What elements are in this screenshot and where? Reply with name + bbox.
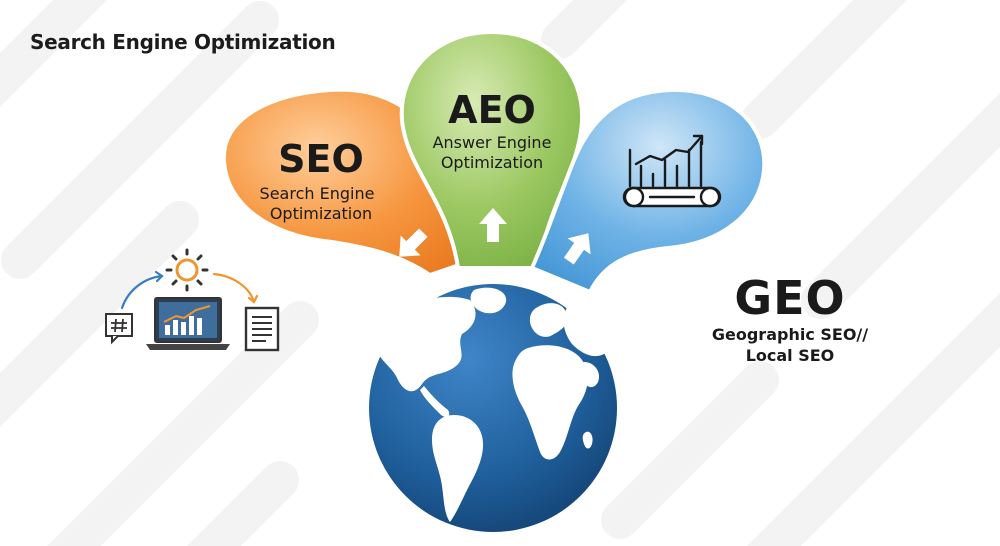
seo-title: SEO <box>278 137 364 181</box>
page-title: Search Engine Optimization <box>30 30 336 54</box>
geo-subtitle-line2: Local SEO <box>745 346 835 365</box>
aeo-subtitle-line1: Answer Engine <box>433 133 552 152</box>
aeo-bubble: AEO Answer Engine Optimization <box>399 29 585 270</box>
arrow-up-right-icon <box>563 233 591 265</box>
globe <box>363 278 623 538</box>
continents <box>376 287 615 522</box>
geo-title: GEO <box>734 271 846 325</box>
laptop-chart-icon <box>146 297 230 350</box>
chat-hashtag-icon <box>105 313 133 345</box>
geo-label: GEO Geographic SEO// Local SEO <box>700 272 880 366</box>
workflow-icons <box>105 248 280 352</box>
lightbulb-icon <box>165 248 209 292</box>
aeo-title: AEO <box>448 88 536 132</box>
arrow-down-right-icon <box>399 228 428 257</box>
arrow-up-icon <box>479 208 507 242</box>
geo-bubble <box>529 87 767 295</box>
geo-subtitle-line1: Geographic SEO// <box>711 325 869 344</box>
seo-subtitle-line1: Search Engine <box>260 184 375 203</box>
document-icon <box>244 306 280 352</box>
cycle-arrow-icon <box>120 270 259 310</box>
growth-chart-icon <box>622 134 722 208</box>
seo-subtitle-line2: Optimization <box>270 204 372 223</box>
aeo-subtitle-line2: Optimization <box>441 153 543 172</box>
